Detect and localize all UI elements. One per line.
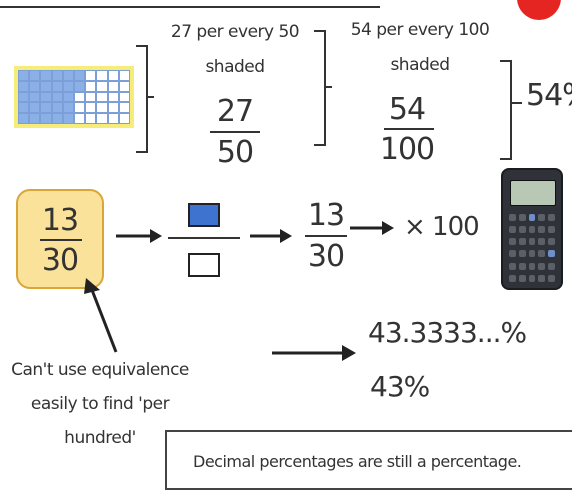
step1-caption-line1: 27 per every 50 [170,22,300,42]
grid-cell [107,70,119,81]
example-fraction-box: 13 30 [16,189,104,289]
grid-bracket-tick [146,96,154,98]
grid-cell [107,102,119,114]
grid-cell [118,102,130,114]
note-line2: easily to find 'per [30,394,170,414]
grid-bracket [136,45,148,153]
grid-cell [51,102,63,114]
arrow-right-icon [250,229,292,243]
step1-caption-line2: shaded [205,57,265,77]
grid-cell [51,91,63,103]
right-bracket-tick [510,102,522,104]
red-badge-icon [517,0,561,20]
grid-cell [62,70,74,81]
grid-cell [62,80,74,92]
grid-cell [118,70,130,81]
example-numerator: 13 [41,203,79,238]
grid-cell [40,70,52,81]
grid-cell [40,102,52,114]
grid-cell [18,80,30,92]
grid-cell [18,70,30,81]
grid-cell [40,113,52,124]
grid-cell [107,80,119,92]
grid-cell [107,113,119,124]
step1-numerator: 27 [216,94,254,129]
calculator-keys [509,214,555,284]
step2-fraction-bar [384,128,434,130]
grid-cell [96,113,108,124]
grid-cell [96,80,108,92]
middle-bracket-tick [324,86,332,88]
example2-numerator: 13 [307,198,345,233]
grid-cell [85,113,97,124]
grid-cell [96,70,108,81]
grid-cell [18,91,30,103]
empty-square-icon [188,253,220,277]
grid-cell [118,113,130,124]
grid-cell [29,80,41,92]
example2-fraction-bar [305,235,347,237]
note-line1: Can't use equivalence [11,360,189,380]
result-decimal: 43.3333...% [368,316,527,349]
arrow-right-icon [116,229,162,243]
grid-cell [62,91,74,103]
grid-cell [118,80,130,92]
blank-fraction-bar [168,237,240,239]
grid-cell [118,91,130,103]
bottom-note-box: Decimal percentages are still a percenta… [165,430,572,490]
step1-denominator: 50 [216,135,254,170]
grid-cell [85,91,97,103]
grid-cell [29,91,41,103]
times-hundred: × 100 [404,212,480,242]
example-fraction-bar [40,239,82,241]
grid-cell [73,80,86,92]
grid-cell [51,113,63,124]
grid-cell [62,113,74,124]
grid-cell [51,70,63,81]
grid-cell [29,70,41,81]
result-percent: 54% [526,78,572,113]
arrow-right-icon [272,345,356,361]
grid-cell [18,113,30,124]
grid-cell [51,80,63,92]
step2-denominator: 100 [379,132,435,167]
grid-cell [73,113,86,124]
grid-cell [18,102,30,114]
note-line3: hundred' [64,428,136,448]
grid-cell [96,102,108,114]
grid-cell [73,70,86,81]
example2-denominator: 30 [307,239,345,274]
middle-bracket-right [314,30,326,146]
grid-cell [73,91,86,103]
step2-numerator: 54 [388,92,426,127]
example-denominator: 30 [41,243,79,278]
grid-cell [62,102,74,114]
bottom-note-text: Decimal percentages are still a percenta… [193,452,522,471]
blue-square-icon [188,203,220,227]
hundred-grid [14,66,134,128]
grid-cell [85,102,97,114]
grid-cell [107,91,119,103]
result-rounded: 43% [370,370,430,403]
title-underline [0,0,380,8]
step1-fraction-bar [210,131,260,133]
grid-cell [85,80,97,92]
grid-cell [29,102,41,114]
grid-cell [73,102,86,114]
grid-cell [29,113,41,124]
arrow-right-icon [350,221,394,235]
right-bracket [500,60,512,160]
pointer-arrow-icon [84,278,118,353]
calculator-icon [501,168,563,290]
step2-caption-line2: shaded [390,55,450,75]
grid-cell [40,91,52,103]
calculator-screen [510,180,556,206]
grid-cell [96,91,108,103]
grid-cell [85,70,97,81]
step2-caption-line1: 54 per every 100 [350,20,490,40]
grid-cell [40,80,52,92]
